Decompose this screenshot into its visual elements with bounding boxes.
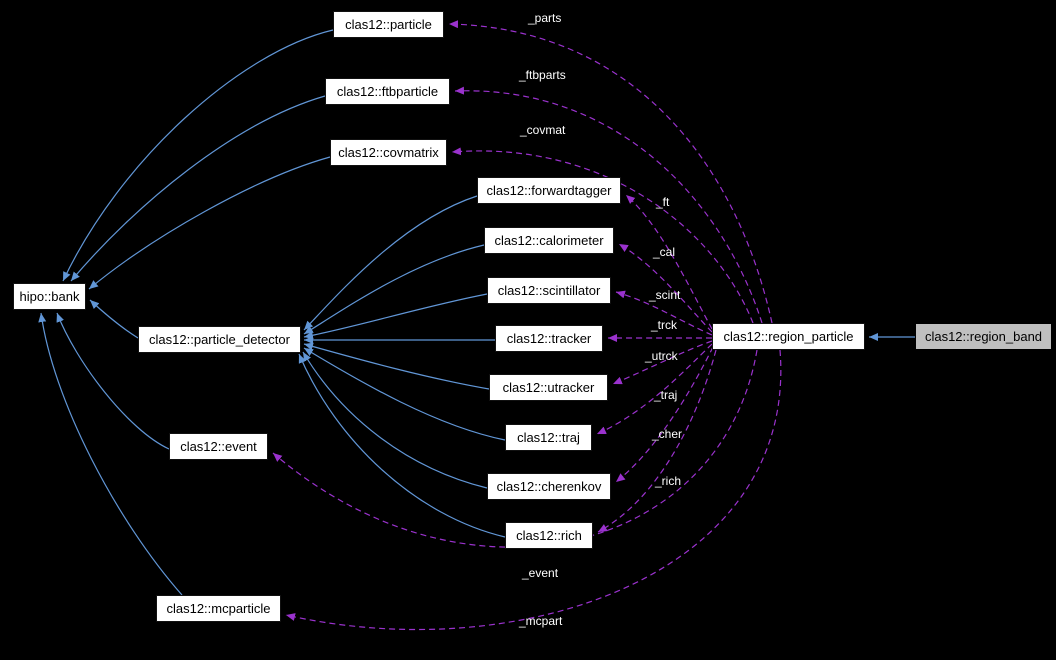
node-clas12-utracker[interactable]: clas12::utracker [489,374,608,401]
edge-covmatrix-to-bank [88,156,331,290]
edge-region-particle-to-cherenkov [615,346,714,483]
edge-mcparticle-to-bank [38,312,183,596]
edge-label-covmat: _covmat [520,123,566,137]
node-clas12-region-particle[interactable]: clas12::region_particle [712,323,865,350]
edge-particle-to-bank [62,29,334,282]
edge-label-utrck: _utrck [645,349,678,363]
edge-label-parts: _parts [528,11,562,25]
edge-label-traj: _traj [654,388,678,402]
edge-label-event: _event [522,566,559,580]
edge-label-rich: _rich [655,474,682,488]
edge-ftbparticle-to-bank [70,95,326,282]
edge-region-particle-to-mcparticle [285,349,782,631]
edge-region-particle-to-traj [596,343,713,435]
node-clas12-particle-detector[interactable]: clas12::particle_detector [138,326,301,353]
node-clas12-tracker[interactable]: clas12::tracker [495,325,603,352]
edge-region-particle-to-covmatrix [451,147,754,324]
edge-label-scint: _scint [649,288,681,302]
node-clas12-event[interactable]: clas12::event [169,433,268,460]
node-clas12-traj[interactable]: clas12::traj [505,424,592,451]
node-clas12-region-band: clas12::region_band [915,323,1052,350]
edge-region-particle-to-calorimeter [618,243,713,333]
edge-label-cher: _cher [652,427,683,441]
edge-utracker-to-particle-detector [303,342,490,390]
node-clas12-mcparticle[interactable]: clas12::mcparticle [156,595,281,622]
node-clas12-cherenkov[interactable]: clas12::cherenkov [487,473,611,500]
edge-region-particle-to-scintillator [615,290,713,336]
node-hipo-bank[interactable]: hipo::bank [13,283,86,310]
node-clas12-calorimeter[interactable]: clas12::calorimeter [484,227,614,254]
node-clas12-forwardtagger[interactable]: clas12::forwardtagger [477,177,621,204]
edge-label-trck: _trck [651,318,678,332]
edge-forwardtagger-to-particle-detector [303,195,478,331]
edge-region-particle-to-rich [597,349,717,533]
edge-traj-to-particle-detector [303,347,506,441]
node-clas12-scintillator[interactable]: clas12::scintillator [487,277,611,304]
edge-label-ftbparts: _ftbparts [519,68,566,82]
edge-label-ft: _ft [656,195,670,209]
edge-particle-detector-to-bank [89,299,139,339]
edge-rich-to-particle-detector [298,353,506,538]
edge-region-particle-to-utracker [612,340,713,385]
node-clas12-particle[interactable]: clas12::particle [333,11,444,38]
edge-label-mcpart: _mcpart [519,614,563,628]
edge-scintillator-to-particle-detector [303,293,488,340]
edge-event-to-bank [56,312,170,450]
edge-region-particle-to-forwardtagger [625,194,713,330]
edge-cherenkov-to-particle-detector [302,351,488,489]
node-clas12-rich[interactable]: clas12::rich [505,522,593,549]
edge-calorimeter-to-particle-detector [303,244,485,335]
node-clas12-ftbparticle[interactable]: clas12::ftbparticle [325,78,450,105]
edge-label-cal: _cal [653,245,676,259]
node-clas12-covmatrix[interactable]: clas12::covmatrix [330,139,447,166]
edge-region-particle-to-ftbparticle [454,86,763,324]
